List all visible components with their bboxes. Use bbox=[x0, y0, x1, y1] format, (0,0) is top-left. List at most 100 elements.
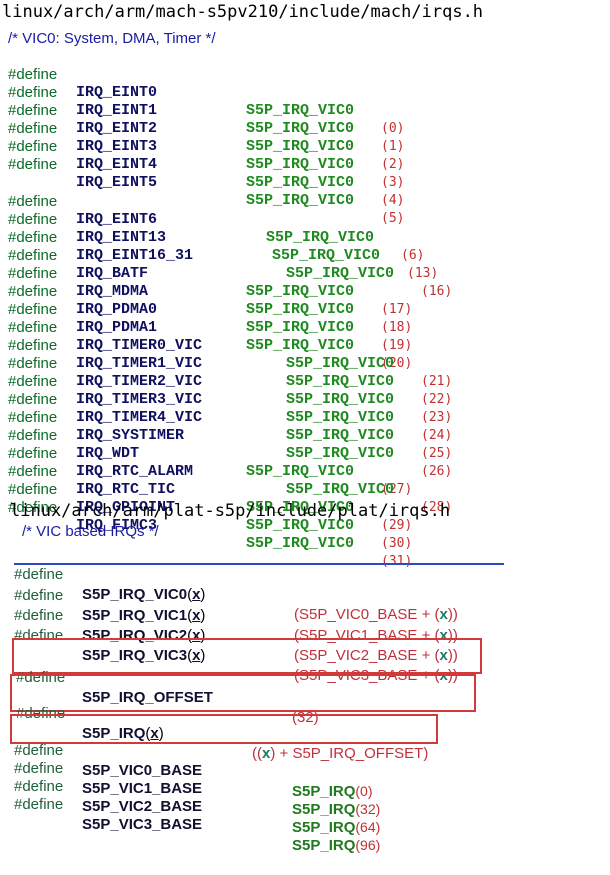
macro-name: IRQ_SYSTIMER bbox=[76, 427, 185, 444]
macro-name: S5P_VIC3_BASE bbox=[82, 816, 203, 833]
define-line: #define S5P_VIC3_BASE S5P_IRQ(96) bbox=[0, 775, 600, 854]
define-keyword: #define bbox=[8, 138, 58, 155]
macro-param: (25) bbox=[421, 446, 453, 461]
define-line: #define IRQ_EINT0 S5P_IRQ_VIC0 (0) bbox=[0, 48, 600, 136]
macro-value: S5P_IRQ_VIC0 bbox=[286, 355, 395, 372]
define-line-offset: #define S5P_IRQ_OFFSET (32) bbox=[0, 648, 600, 726]
macro-expansion: ((x) + S5P_IRQ_OFFSET) bbox=[252, 745, 429, 762]
define-keyword: #define bbox=[8, 499, 58, 516]
macro-param: (26) bbox=[421, 464, 453, 479]
define-line: #define IRQ_EINT5 S5P_IRQ_VIC0 (5) bbox=[0, 138, 600, 226]
define-line: #define IRQ_EINT2 S5P_IRQ_VIC0 (2) bbox=[0, 84, 600, 172]
macro-expansion: (S5P_VIC0_BASE + (x)) bbox=[294, 606, 458, 623]
define-keyword: #define bbox=[14, 796, 64, 813]
define-line: #define S5P_VIC0_BASE S5P_IRQ(0) bbox=[0, 721, 600, 800]
macro-value: S5P_IRQ_VIC0 bbox=[286, 409, 395, 426]
macro-name: IRQ_TIMER1_VIC bbox=[76, 355, 203, 372]
macro-param: (23) bbox=[421, 410, 453, 425]
define-line: #define IRQ_TIMER4_VIC S5P_IRQ_VIC0 (25) bbox=[0, 373, 600, 461]
macro-name: IRQ_EINT0 bbox=[76, 84, 158, 101]
macro-param: (17) bbox=[381, 302, 413, 317]
define-keyword: #define bbox=[8, 391, 58, 408]
define-line: #define IRQ_WDT S5P_IRQ_VIC0 (27) bbox=[0, 409, 600, 497]
macro-value: S5P_IRQ_VIC0 bbox=[246, 192, 355, 209]
macro-value: S5P_IRQ_VIC0 bbox=[286, 265, 395, 282]
define-line: #define IRQ_TIMER1_VIC S5P_IRQ_VIC0 (22) bbox=[0, 319, 600, 407]
macro-name: IRQ_TIMER2_VIC bbox=[76, 373, 203, 390]
define-line: #define IRQ_TIMER3_VIC S5P_IRQ_VIC0 (24) bbox=[0, 355, 600, 443]
define-line: #define S5P_VIC2_BASE S5P_IRQ(64) bbox=[0, 757, 600, 836]
macro-value: S5P_IRQ_VIC0 bbox=[246, 517, 355, 534]
macro-name: S5P_IRQ_VIC1(x) bbox=[82, 607, 206, 624]
macro-value: S5P_IRQ_VIC0 bbox=[286, 427, 395, 444]
macro-param: (21) bbox=[421, 374, 453, 389]
macro-value: (32) bbox=[292, 709, 319, 726]
define-keyword: #define bbox=[8, 120, 58, 137]
define-keyword: #define bbox=[8, 193, 58, 210]
define-keyword: #define bbox=[8, 373, 58, 390]
macro-name: IRQ_EINT16_31 bbox=[76, 247, 194, 264]
define-line: #define IRQ_EINT1 S5P_IRQ_VIC0 (1) bbox=[0, 66, 600, 154]
macro-value: S5P_IRQ_VIC0 bbox=[246, 283, 355, 300]
macro-name: S5P_IRQ_VIC3(x) bbox=[82, 647, 206, 664]
macro-name: IRQ_EINT5 bbox=[76, 174, 158, 191]
macro-name: IRQ_EINT4 bbox=[76, 156, 158, 173]
macro-name: IRQ_EINT6 bbox=[76, 211, 158, 228]
macro-name: S5P_IRQ(x) bbox=[82, 725, 164, 742]
macro-expansion: (S5P_VIC2_BASE + (x)) bbox=[294, 647, 458, 664]
macro-param: (28) bbox=[421, 500, 453, 515]
macro-value: S5P_IRQ_VIC0 bbox=[266, 229, 375, 246]
define-line: #define IRQ_EINT13 S5P_IRQ_VIC0 (13) bbox=[0, 193, 600, 281]
define-keyword: #define bbox=[8, 409, 58, 426]
define-line: #define IRQ_FIMC3 S5P_IRQ_VIC0 (31) bbox=[0, 481, 600, 569]
macro-param: (3) bbox=[381, 175, 405, 190]
define-keyword: #define bbox=[8, 229, 58, 246]
define-line: #define S5P_VIC1_BASE S5P_IRQ(32) bbox=[0, 739, 600, 818]
define-keyword: #define bbox=[8, 265, 58, 282]
file-path-plat-irqs: linux/arch/arm/plat-s5p/include/plat/irq… bbox=[10, 501, 451, 521]
define-line: #define IRQ_GPIOINT S5P_IRQ_VIC0 (30) bbox=[0, 463, 600, 551]
define-line: #define IRQ_EINT4 S5P_IRQ_VIC0 (4) bbox=[0, 120, 600, 208]
macro-value: S5P_IRQ_VIC0 bbox=[246, 535, 355, 552]
define-keyword: #define bbox=[8, 283, 58, 300]
comment-vic-based: /* VIC based IRQs */ bbox=[22, 523, 159, 540]
define-line: #define IRQ_TIMER0_VIC S5P_IRQ_VIC0 (21) bbox=[0, 301, 600, 389]
macro-param: (24) bbox=[421, 428, 453, 443]
define-line-irq: #define S5P_IRQ(x) ((x) + S5P_IRQ_OFFSET… bbox=[0, 684, 600, 762]
define-keyword: #define bbox=[14, 607, 64, 624]
define-keyword: #define bbox=[8, 84, 58, 101]
highlight-underline bbox=[14, 563, 504, 565]
macro-name: IRQ_BATF bbox=[76, 265, 149, 282]
macro-value: S5P_IRQ_VIC0 bbox=[246, 102, 355, 119]
macro-value: S5P_IRQ_VIC0 bbox=[286, 445, 395, 462]
define-line: #define IRQ_SYSTIMER S5P_IRQ_VIC0 (26) bbox=[0, 391, 600, 479]
define-keyword: #define bbox=[8, 102, 58, 119]
define-keyword: #define bbox=[8, 445, 58, 462]
define-line: #define IRQ_EINT3 S5P_IRQ_VIC0 (3) bbox=[0, 102, 600, 190]
macro-param: (16) bbox=[421, 284, 453, 299]
define-keyword: #define bbox=[8, 156, 58, 173]
macro-value: S5P_IRQ_VIC0 bbox=[286, 391, 395, 408]
define-line: #define S5P_IRQ_VIC1(x) (S5P_VIC1_BASE +… bbox=[0, 566, 600, 644]
define-line: #define IRQ_RTC_TIC S5P_IRQ_VIC0 (29) bbox=[0, 445, 600, 533]
macro-name: S5P_VIC0_BASE bbox=[82, 762, 203, 779]
define-line: #define IRQ_TIMER2_VIC S5P_IRQ_VIC0 (23) bbox=[0, 337, 600, 425]
macro-name: IRQ_WDT bbox=[76, 445, 140, 462]
define-keyword: #define bbox=[14, 566, 64, 583]
macro-value: S5P_IRQ_VIC0 bbox=[246, 463, 355, 480]
define-keyword: #define bbox=[8, 301, 58, 318]
macro-name: IRQ_FIMC3 bbox=[76, 517, 158, 534]
macro-value: S5P_IRQ_VIC0 bbox=[286, 373, 395, 390]
macro-name: S5P_IRQ_VIC0(x) bbox=[82, 586, 206, 603]
macro-param: (1) bbox=[381, 139, 405, 154]
file-path-mach-irqs: linux/arch/arm/mach-s5pv210/include/mach… bbox=[2, 2, 484, 22]
define-line: #define IRQ_MDMA S5P_IRQ_VIC0 (18) bbox=[0, 247, 600, 335]
macro-name: IRQ_PDMA0 bbox=[76, 301, 158, 318]
define-line: #define IRQ_BATF S5P_IRQ_VIC0 (17) bbox=[0, 229, 600, 317]
macro-name: IRQ_RTC_TIC bbox=[76, 481, 176, 498]
highlight-box-offset bbox=[12, 638, 482, 674]
macro-value: S5P_IRQ_VIC0 bbox=[246, 499, 355, 516]
define-keyword: #define bbox=[16, 669, 66, 686]
macro-name: IRQ_TIMER4_VIC bbox=[76, 409, 203, 426]
define-keyword: #define bbox=[14, 587, 64, 604]
